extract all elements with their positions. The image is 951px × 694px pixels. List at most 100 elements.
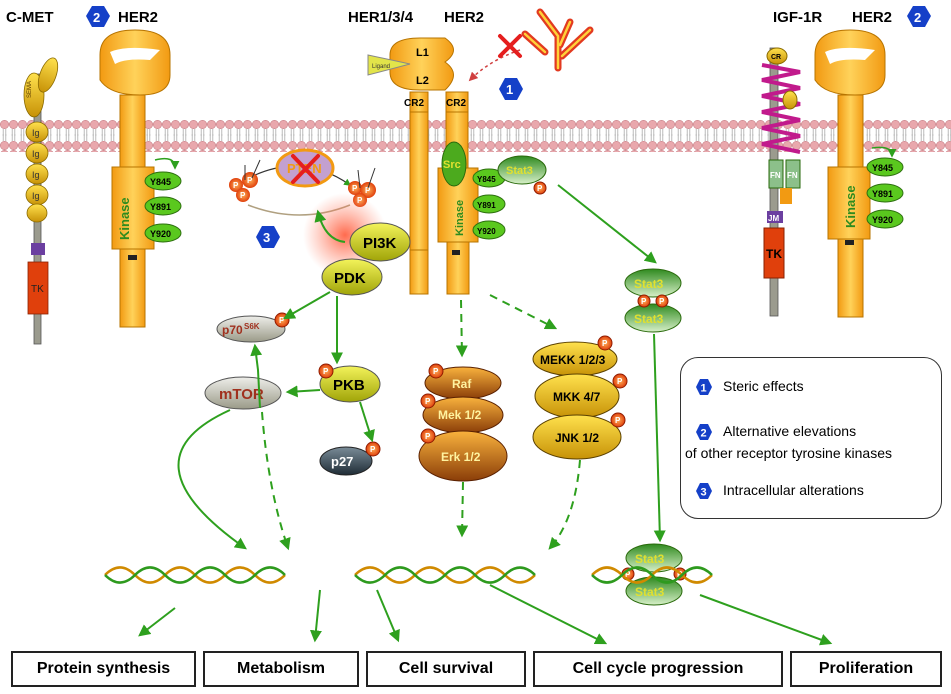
her134-receptor: Ligand L1 L2 CR2 [367,37,454,295]
tk-label: TK [766,247,782,261]
stat3-label: Stat3 [506,165,533,177]
antibody-blocked [468,8,594,82]
phospho-site-y845: Y845 [872,163,893,173]
cmet-title: C-MET [6,9,54,26]
jnk-node: JNK 1/2 P [532,412,626,460]
legend-label: Intracellular alterations [723,482,864,498]
mekk-node: MEKK 1/2/3 P [532,335,618,377]
kinase-label: Kinase [843,185,858,228]
svg-text:MKK 4/7: MKK 4/7 [553,390,601,404]
ig-label: Ig [32,191,40,201]
kinase-label: Kinase [454,200,466,236]
her2-center-title: HER2 [444,9,484,26]
marker-icon: 1 [695,378,713,396]
svg-text:3: 3 [701,487,707,499]
svg-text:Raf: Raf [452,377,472,391]
ligand-label: Ligand [372,64,390,70]
fn-label: FN [770,171,781,180]
svg-text:p70: p70 [222,323,243,337]
mkk-node: MKK 4/7 P [534,373,628,419]
phospho-p-label: P [602,339,608,348]
svg-text:mTOR: mTOR [219,386,264,403]
svg-text:1: 1 [701,383,707,395]
phospho-p-label: P [323,367,329,376]
outcome-cell-cycle-progression: Cell cycle progression [533,651,783,687]
dashed-arrows [261,294,581,551]
her2-right-receptor: Kinase Y845 Y891 Y920 [814,29,904,318]
phospho-site-y891: Y891 [150,202,171,212]
her134-title: HER1/3/4 [348,9,414,26]
pi3k-node: PI3K [349,222,411,262]
svg-text:PDK: PDK [334,270,366,287]
stat3-dimer-middle: Stat3 Stat3 P P [624,268,682,333]
l2-label: L2 [416,75,429,87]
dna-strand-center [354,566,536,584]
svg-text:S6K: S6K [244,322,260,331]
svg-text:Stat3: Stat3 [635,552,665,566]
sema-label: SEMA [27,81,33,98]
mtor-node: mTOR [204,376,282,410]
phospho-p-label: P [352,184,358,193]
her2-right-title: HER2 [852,9,892,26]
phospho-site-y845: Y845 [477,175,496,184]
marker-1: 1 [499,78,523,100]
svg-text:2: 2 [701,428,707,440]
p27-node: p27 P [319,441,381,476]
phospho-site-y891: Y891 [477,201,496,210]
marker-2-right: 2 [907,6,931,27]
phospho-p-label: P [659,297,665,306]
ig-label: Ig [32,170,40,180]
marker-2-left: 2 [86,6,110,27]
phospho-site-y845: Y845 [150,177,171,187]
ig-label: Ig [32,128,40,138]
svg-text:MEKK 1/2/3: MEKK 1/2/3 [540,353,606,367]
svg-text:Stat3: Stat3 [634,312,664,326]
svg-text:Mek 1/2: Mek 1/2 [438,408,482,422]
phospho-p-label: P [615,416,621,425]
cr-label: CR [771,54,781,61]
phospho-p-label: P [425,432,431,441]
dna-strand-left [104,566,286,584]
raf-node: Raf P [424,363,502,400]
p70s6k-node: p70 S6K P [216,312,290,343]
phospho-site-y920: Y920 [477,227,496,236]
legend-item-1: 1 Steric effects [695,378,804,396]
marker-3: 3 [256,226,280,248]
legend-label: Steric effects [723,378,804,394]
her2-center-receptor: CR2 Src Kinase Y845 Y891 Y920 Stat3 P [437,91,547,295]
phospho-site-y920: Y920 [872,215,893,225]
svg-text:PI3K: PI3K [363,235,397,252]
legend-item-2: 2 Alternative elevations [695,423,856,441]
phospho-p-label: P [641,297,647,306]
outcome-cell-survival: Cell survival [366,651,526,687]
outcome-proliferation: Proliferation [790,651,942,687]
legend-box: 1 Steric effects 2 Alternative elevation… [680,357,942,519]
legend-item-3: 3 Intracellular alterations [695,482,864,500]
svg-text:2: 2 [93,10,100,25]
her2-left-receptor: Kinase Y845 Y891 Y920 [99,29,182,328]
svg-text:1: 1 [506,82,513,97]
marker-icon: 2 [695,423,713,441]
svg-text:Erk 1/2: Erk 1/2 [441,450,481,464]
cmet-receptor: SEMA Ig Ig Ig Ig TK [23,57,59,345]
ig-label: Ig [32,149,40,159]
pdk-node: PDK [321,258,383,296]
svg-text:PKB: PKB [333,377,365,394]
svg-text:2: 2 [914,10,921,25]
cr2-label: CR2 [404,98,424,109]
cr2-label: CR2 [446,98,466,109]
fn-label: FN [787,171,798,180]
svg-text:3: 3 [263,230,270,245]
tk-label: TK [31,284,44,295]
svg-text:p27: p27 [331,454,353,469]
pkb-node: PKB P [318,363,381,403]
legend-label: Alternative elevations [723,423,857,439]
kinase-label: Kinase [117,197,132,240]
phospho-p-label: P [365,186,371,195]
svg-text:Stat3: Stat3 [634,277,664,291]
svg-text:Stat3: Stat3 [635,585,665,599]
phospho-p-label: P [617,377,623,386]
marker-icon: 3 [695,482,713,500]
